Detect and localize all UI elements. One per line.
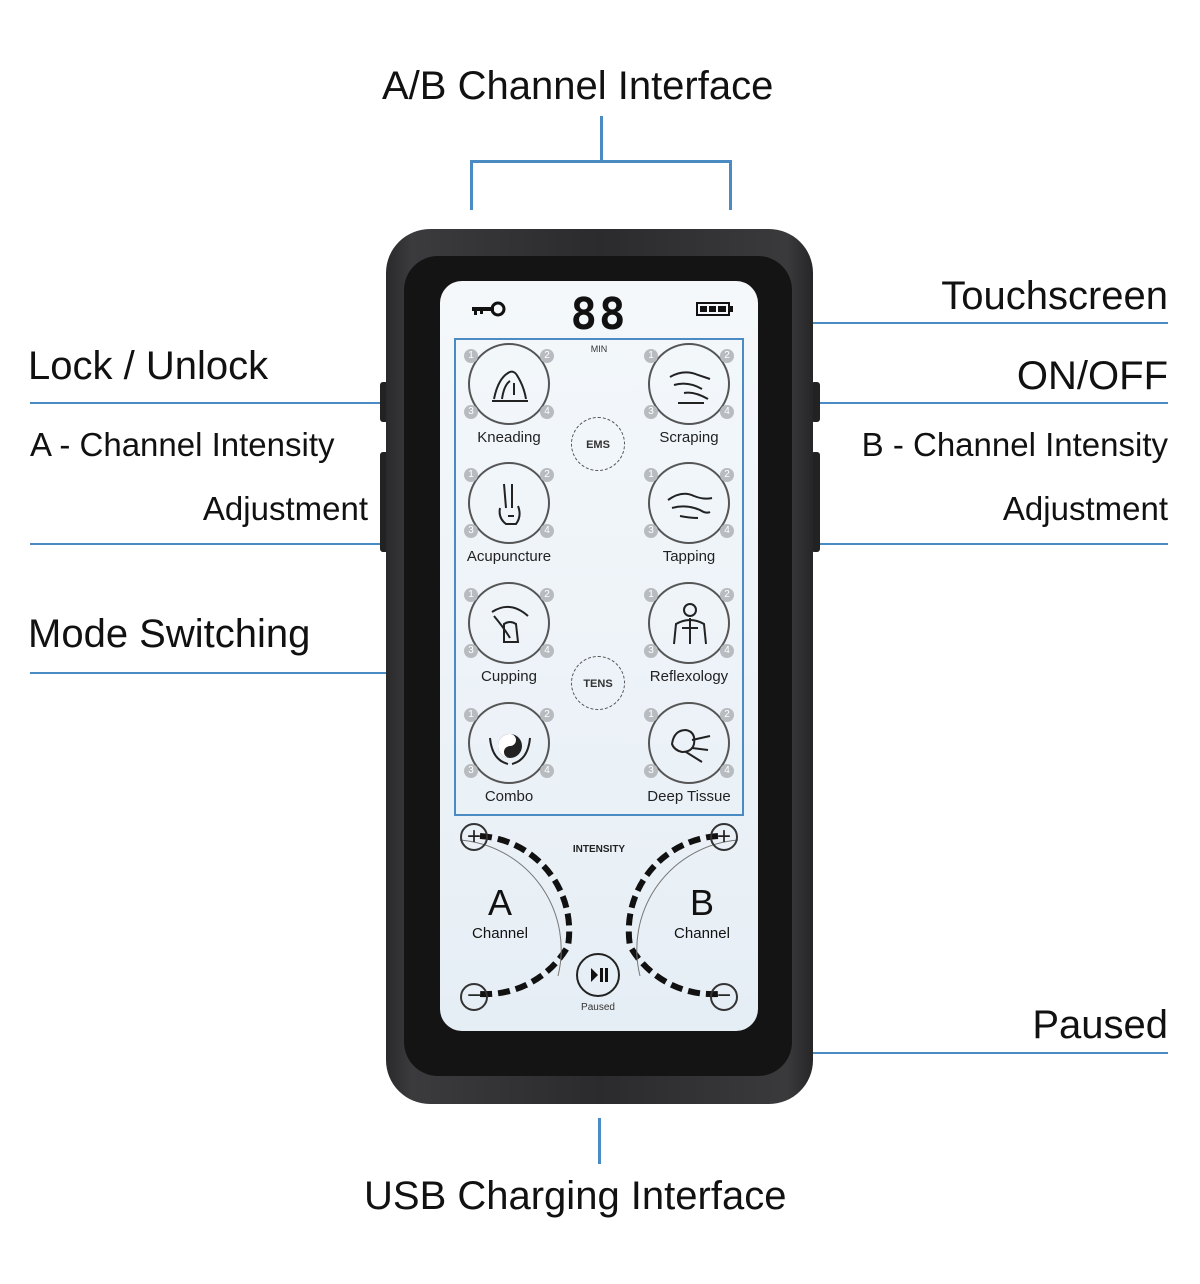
mode-label: Cupping xyxy=(481,668,537,685)
mode-tapping[interactable]: 1 2 3 4 Tapping xyxy=(634,462,744,565)
mode-combo[interactable]: 1 2 3 4 Combo xyxy=(454,702,564,805)
mode-kneading[interactable]: 1 2 3 4 Kneading xyxy=(454,343,564,446)
deep-tissue-hand-icon xyxy=(670,728,711,763)
paused-status: Paused xyxy=(581,1002,615,1013)
lock-button[interactable] xyxy=(380,382,389,422)
a-channel-intensity-label: A - Channel Intensity xyxy=(30,426,335,463)
b-plus-button[interactable]: + xyxy=(710,823,738,851)
lock-unlock-line xyxy=(30,402,380,404)
on-off-label: ON/OFF xyxy=(1016,354,1168,398)
usb-charging-label: USB Charging Interface xyxy=(364,1174,787,1218)
channel-a-label: Channel xyxy=(472,925,528,942)
b-channel-line xyxy=(820,543,1168,545)
paused-line xyxy=(600,1052,1168,1054)
usb-charging-connector xyxy=(598,1118,601,1164)
b-intensity-button[interactable] xyxy=(811,452,820,552)
b-channel-intensity-label: B - Channel Intensity xyxy=(861,426,1168,463)
a-intensity-button[interactable] xyxy=(380,452,389,552)
ab-channel-bracket-right xyxy=(729,160,732,210)
power-button[interactable] xyxy=(811,382,820,422)
mode-switching-label: Mode Switching xyxy=(28,612,311,656)
scraping-hand-icon xyxy=(669,371,711,404)
ab-channel-interface-label: A/B Channel Interface xyxy=(382,64,774,108)
mode-label: Tapping xyxy=(662,548,716,565)
touchscreen-label: Touchscreen xyxy=(941,274,1168,318)
play-pause-icon xyxy=(591,968,608,982)
ab-channel-connector xyxy=(600,116,603,162)
channel-b-letter: B xyxy=(689,882,714,923)
paused-label: Paused xyxy=(1032,1003,1168,1047)
tens-badge[interactable]: TENS xyxy=(571,656,625,710)
mode-label: Scraping xyxy=(659,429,719,446)
timer-unit: MIN xyxy=(590,344,608,354)
tapping-hand-icon xyxy=(667,492,713,519)
channel-b-label: Channel xyxy=(674,925,730,942)
a-channel-adjustment-label: Adjustment xyxy=(202,490,368,527)
mode-label: Combo xyxy=(484,788,534,805)
channel-a-button[interactable]: A Channel xyxy=(460,882,540,943)
reflexology-body-icon xyxy=(673,603,707,645)
mode-deep-tissue[interactable]: 1 2 3 4 Deep Tissue xyxy=(634,702,744,805)
timer-display: 88 xyxy=(570,289,628,340)
mode-switching-line xyxy=(30,672,460,674)
mode-cupping[interactable]: 1 2 3 4 Cupping xyxy=(454,582,564,685)
key-icon xyxy=(472,301,506,317)
mode-label: Deep Tissue xyxy=(647,788,731,805)
b-minus-button[interactable]: − xyxy=(710,983,738,1011)
mode-label: Reflexology xyxy=(649,668,729,685)
channel-a-letter: A xyxy=(487,882,512,923)
ems-badge[interactable]: EMS xyxy=(571,417,625,471)
touchscreen[interactable]: 88 MIN EMS TENS 1 2 3 4 Kneading 1 2 3 4… xyxy=(440,281,758,1031)
b-channel-adjustment-label: Adjustment xyxy=(1002,490,1168,527)
channel-b-button[interactable]: B Channel xyxy=(662,882,742,943)
yin-yang-hands-icon xyxy=(489,734,531,765)
mode-label: Acupuncture xyxy=(466,548,552,565)
battery-icon xyxy=(696,302,733,316)
ab-channel-bracket xyxy=(470,160,732,163)
mode-grid: EMS TENS xyxy=(454,338,744,816)
mode-acupuncture[interactable]: 1 2 3 4 Acupuncture xyxy=(454,462,564,565)
a-minus-button[interactable]: − xyxy=(460,983,488,1011)
acupuncture-hand-icon xyxy=(498,483,521,525)
touchscreen-line xyxy=(735,322,1168,324)
cupping-hand-icon xyxy=(491,605,529,643)
play-pause-button[interactable] xyxy=(576,953,620,997)
ab-channel-bracket-left xyxy=(470,160,473,210)
mode-label: Kneading xyxy=(477,429,541,446)
on-off-line xyxy=(820,402,1168,404)
mode-scraping[interactable]: 1 2 3 4 Scraping xyxy=(634,343,744,446)
mode-reflexology[interactable]: 1 2 3 4 Reflexology xyxy=(634,582,744,685)
lock-unlock-label: Lock / Unlock xyxy=(28,344,269,388)
a-plus-button[interactable]: + xyxy=(460,823,488,851)
kneading-hand-icon xyxy=(492,370,528,402)
intensity-label: INTENSITY xyxy=(572,844,626,855)
a-channel-line xyxy=(30,543,380,545)
